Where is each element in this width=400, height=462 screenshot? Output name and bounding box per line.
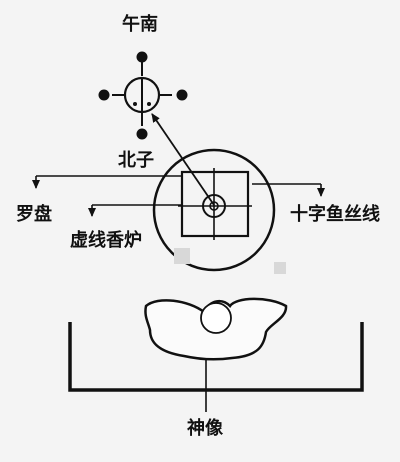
dot-north (136, 128, 148, 140)
label-north: 北子 (118, 150, 154, 171)
dot-south (136, 51, 148, 63)
compass-outer-circle (152, 148, 276, 272)
label-deity: 神像 (187, 418, 223, 439)
dot-inner-right (147, 102, 151, 106)
faded-mark-2 (274, 262, 286, 274)
compass (152, 148, 276, 272)
compass-center-ring (202, 194, 226, 218)
dot-east (176, 89, 188, 101)
dot-west (98, 89, 110, 101)
burner-center-circle (200, 302, 232, 334)
indicator-circle (123, 76, 161, 114)
indicator-dots (98, 51, 188, 140)
compass-center-dot (209, 201, 219, 211)
orientation-indicator (112, 62, 172, 126)
compass-square (180, 170, 250, 238)
faded-mark-1 (174, 248, 190, 264)
label-compass: 罗盘 (16, 204, 52, 225)
label-incense: 虚线香炉 (70, 230, 142, 251)
dot-inner-left (133, 102, 137, 106)
leader-lines (32, 175, 325, 217)
label-south: 午南 (122, 14, 158, 35)
altar-table (68, 322, 364, 392)
label-crosshair: 十字鱼丝线 (290, 204, 380, 225)
faded-marks (174, 248, 286, 274)
